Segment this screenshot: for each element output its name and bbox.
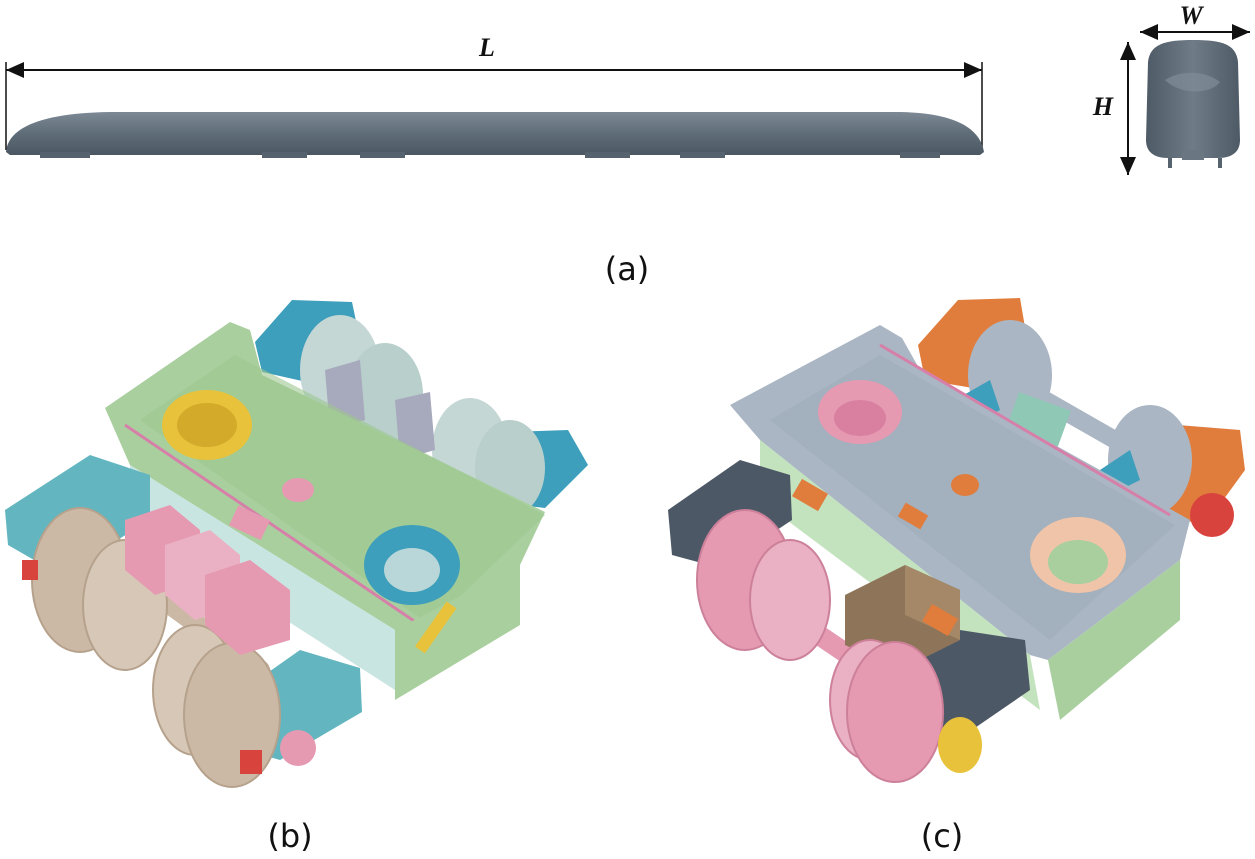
panel-c-label: (c): [921, 817, 964, 855]
train-front-view: [1146, 40, 1240, 168]
height-dimension: H: [1092, 42, 1136, 175]
panel-b-label: (b): [267, 817, 312, 855]
panel-b: (b): [5, 300, 588, 855]
bogie-c-illustration: [668, 298, 1245, 783]
height-label: H: [1092, 92, 1114, 121]
panel-a: L W H (a): [5, 1, 1250, 288]
bogie-b-illustration: [5, 300, 588, 788]
panel-a-label: (a): [605, 250, 650, 288]
length-label: L: [478, 33, 495, 62]
panel-c: (c): [668, 298, 1245, 855]
width-dimension: W: [1140, 1, 1250, 40]
train-side-body: [6, 112, 984, 158]
length-dimension: L: [5, 33, 983, 150]
width-label: W: [1179, 1, 1204, 30]
